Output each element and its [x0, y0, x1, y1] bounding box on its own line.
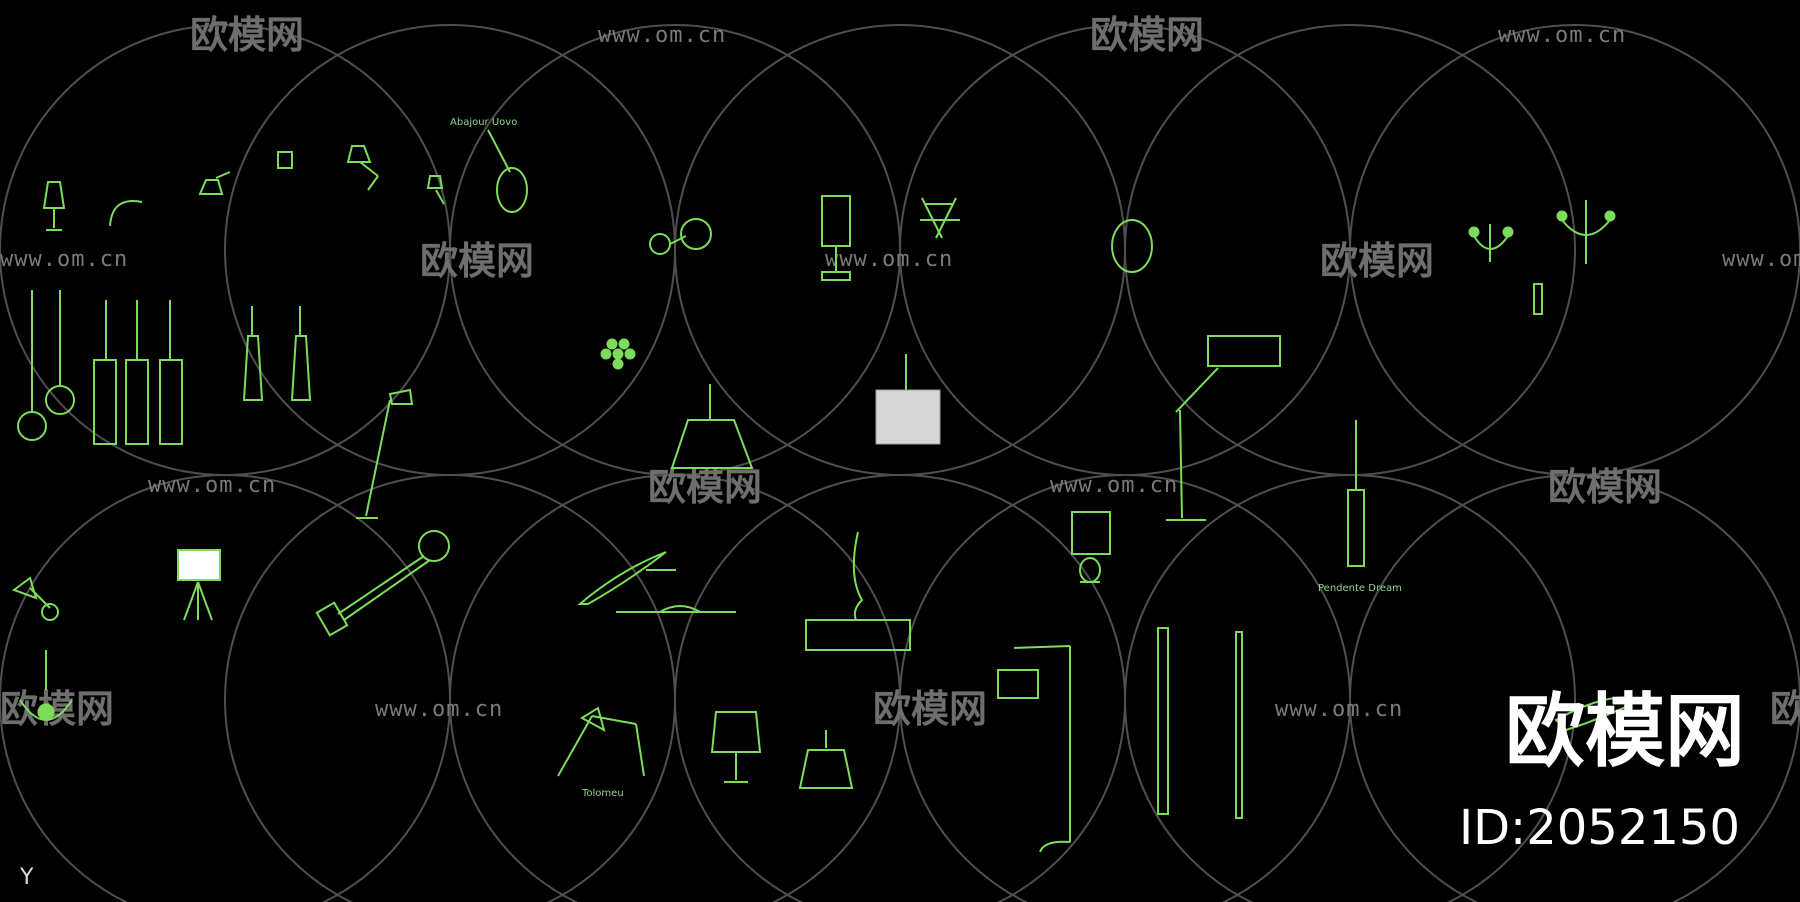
svg-text:Abajour Uovo: Abajour Uovo	[450, 117, 517, 128]
watermark-logo: 欧模网	[420, 239, 534, 283]
watermark-logo: 欧模网	[1770, 687, 1800, 731]
desk-lamp-icon	[426, 175, 445, 205]
grape-lamp-icon	[600, 338, 636, 370]
pendant-lamp-icon	[17, 290, 312, 445]
pendant-lamp-icon	[798, 730, 854, 789]
arm-lamp-icon	[315, 530, 450, 637]
watermark-logo: 欧模网	[0, 687, 114, 731]
watermark-url: www.om.cn	[1050, 473, 1178, 498]
fan-lamp-icon	[577, 551, 736, 613]
pendant-drum-icon	[670, 384, 754, 469]
cad-drawings: Abajour Uovo	[11, 117, 1643, 853]
column-lamp-icon	[1235, 631, 1243, 819]
sconce-icon	[1533, 283, 1543, 315]
table-lamp-icon	[821, 195, 851, 281]
watermark-logo: 欧模网	[648, 465, 762, 509]
floor-lamp-icon	[997, 645, 1071, 853]
watermark-url: www.om.cn	[1722, 247, 1800, 272]
watermark-url: www.om.cn	[0, 247, 128, 272]
circle-grid	[0, 24, 1800, 902]
watermark-logo: 欧模网	[873, 687, 987, 731]
easel-lamp-icon	[177, 549, 221, 621]
watermark-logo: 欧模网	[1320, 239, 1434, 283]
floor-lamp-icon	[356, 388, 414, 519]
fan-lamp-icon	[1554, 696, 1643, 732]
watermark-url: www.om.cn	[1275, 697, 1403, 722]
watermark-url: www.om.cn	[825, 247, 953, 272]
table-lamp-icon	[1071, 511, 1111, 583]
wall-lamp-icon	[277, 151, 293, 169]
egg-lamp-icon	[1111, 219, 1153, 273]
chair-lamp-icon	[920, 197, 960, 239]
brand-id: ID:2052150	[1458, 800, 1740, 856]
pendant-box-icon	[875, 354, 941, 445]
watermark-url: www.om.cn	[375, 697, 503, 722]
watermark-logo: 欧模网	[1090, 13, 1204, 57]
wall-lamp-icon	[109, 200, 143, 227]
watermark-url: www.om.cn	[1498, 23, 1626, 48]
wall-lamp-icon	[198, 171, 231, 195]
chandelier-icon	[1556, 200, 1616, 264]
table-lamp-icon	[710, 711, 762, 783]
floor-lamp-icon	[1166, 335, 1281, 521]
watermark-logo: 欧模网	[1548, 465, 1662, 509]
bicycle-lamp-icon	[649, 218, 712, 255]
pendant-uovo-icon: Abajour Uovo	[450, 117, 528, 213]
svg-text:Pendente Dream: Pendente Dream	[1318, 583, 1402, 594]
tolomeo-lamp-icon: Tolomeu	[557, 706, 645, 799]
pendant-dream-icon: Pendente Dream	[1318, 420, 1402, 594]
chandelier-icon	[1468, 224, 1514, 262]
watermark-url: www.om.cn	[148, 473, 276, 498]
wall-lamp-icon	[11, 576, 59, 621]
brand-logo-text: 欧模网	[1505, 685, 1745, 778]
watermark-url: www.om.cn	[598, 23, 726, 48]
axis-y-label: Y	[20, 865, 34, 890]
chandelier-icon	[19, 650, 73, 721]
pendant-cylinder-icon	[805, 531, 911, 651]
watermark-logo: 欧模网	[190, 13, 304, 57]
svg-text:Tolomeu: Tolomeu	[581, 788, 624, 799]
table-lamp-icon	[42, 181, 66, 231]
watermark-layer: 欧模网 www.om.cn 欧模网 www.om.cn www.om.cn 欧模…	[0, 13, 1800, 731]
column-lamp-icon	[1157, 627, 1169, 815]
desk-lamp-icon	[346, 145, 379, 191]
